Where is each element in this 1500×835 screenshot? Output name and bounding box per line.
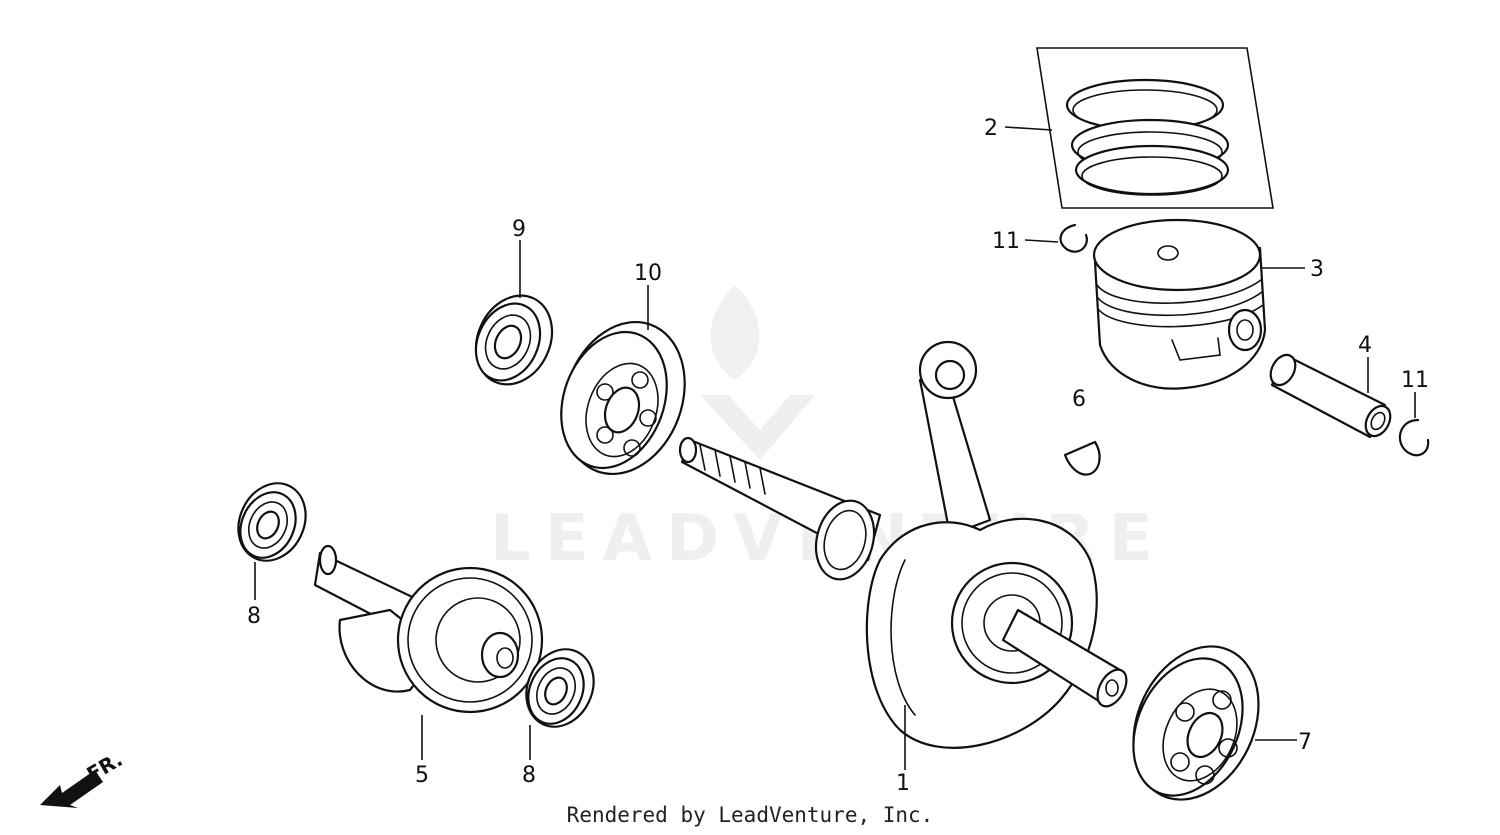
balancer-shaft — [313, 544, 544, 714]
bearing-7 — [1132, 645, 1260, 801]
piston-pin — [1269, 353, 1392, 439]
leader-lines — [254, 126, 1416, 770]
render-credit: Rendered by LeadVenture, Inc. — [566, 803, 934, 827]
callout-1: 1 — [896, 771, 910, 796]
bearing-8-lower — [525, 648, 595, 728]
front-direction-arrow-icon: FR. — [40, 747, 127, 808]
crankshaft-assembly — [678, 340, 1128, 749]
bearing-8-upper — [237, 482, 307, 562]
callout-9: 9 — [512, 217, 526, 242]
piston — [1092, 218, 1267, 390]
callout-7: 7 — [1298, 730, 1312, 755]
circlip-upper — [1059, 223, 1088, 253]
callout-11-upper: 11 — [992, 229, 1020, 254]
woodruff-key — [1063, 440, 1101, 476]
callout-10: 10 — [634, 261, 662, 286]
piston-ring-set — [1036, 47, 1274, 209]
circlip-lower — [1398, 418, 1430, 457]
callout-8-lower: 8 — [522, 763, 536, 788]
callout-8-upper: 8 — [247, 604, 261, 629]
callout-2: 2 — [984, 116, 998, 141]
callout-4: 4 — [1358, 333, 1372, 358]
bearing-10 — [560, 320, 686, 476]
callout-6: 6 — [1072, 387, 1086, 412]
callout-3: 3 — [1310, 257, 1324, 282]
callout-5: 5 — [415, 763, 429, 788]
callout-11-lower: 11 — [1401, 368, 1429, 393]
bearing-9 — [474, 294, 554, 386]
